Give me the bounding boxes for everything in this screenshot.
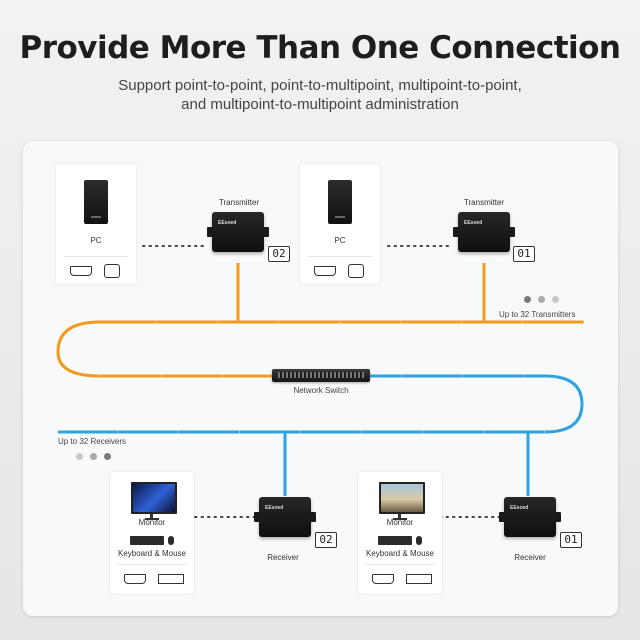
pc-card-1: PC: [56, 164, 136, 284]
transmitter-device: EEsoed: [207, 212, 269, 252]
device-ear: [254, 512, 260, 522]
monitor-stand: [150, 514, 153, 519]
subtitle-line-1: Support point-to-point, point-to-multipo…: [118, 77, 522, 94]
card-divider: [308, 256, 372, 257]
card-divider: [366, 564, 434, 565]
monitor-base: [145, 518, 159, 520]
device-brand: EEsoed: [218, 220, 237, 226]
more-dot: [524, 296, 531, 303]
monitor-card-1: Monitor Keyboard & Mouse: [110, 472, 194, 594]
keyboard-icon: [130, 536, 164, 545]
subtitle-line-2: and multipoint-to-multipoint administrat…: [181, 96, 459, 113]
receivers-note: Up to 32 Receivers: [58, 437, 127, 446]
receiver-device: EEsoed: [499, 497, 561, 537]
unit-number-badge: 01: [513, 246, 535, 262]
monitor-stand: [398, 514, 401, 519]
monitor-icon: [131, 482, 177, 514]
hdmi-port-icon: [314, 266, 336, 276]
hdmi-port-icon: [70, 266, 92, 276]
device-brand: EEsoed: [510, 505, 529, 511]
receiver-label: Receiver: [267, 553, 299, 562]
card-divider: [118, 564, 186, 565]
transmitter-label: Transmitter: [463, 198, 505, 207]
receiver-device: EEsoed: [254, 497, 316, 537]
device-ear: [499, 512, 505, 522]
hdmi-port-icon: [372, 574, 394, 584]
pc-label: PC: [334, 236, 346, 245]
pc-card-2: PC: [300, 164, 380, 284]
device-ear: [310, 512, 316, 522]
usb-a-port-icon: [158, 574, 184, 584]
unit-number-badge: 01: [560, 532, 582, 548]
page-title: Provide More Than One Connection: [19, 30, 621, 66]
keyboard-mouse-label: Keyboard & Mouse: [117, 549, 187, 558]
monitor-card-2: Monitor Keyboard & Mouse: [358, 472, 442, 594]
pc-tower-icon: [84, 180, 108, 224]
pc-label: PC: [90, 236, 102, 245]
transmitter-label: Transmitter: [218, 198, 260, 207]
keyboard-icon: [378, 536, 412, 545]
device-brand: EEsoed: [265, 505, 284, 511]
device-ear: [453, 227, 459, 237]
device-ear: [263, 227, 269, 237]
monitor-label: Monitor: [138, 518, 166, 527]
usb-a-port-icon: [406, 574, 432, 584]
receiver-label: Receiver: [514, 553, 546, 562]
device-ear: [555, 512, 561, 522]
card-divider: [64, 256, 128, 257]
more-dot: [538, 296, 545, 303]
usb-b-port-icon: [104, 264, 120, 278]
receive-line-top: [58, 374, 584, 434]
network-switch-icon: [272, 369, 370, 382]
monitor-label: Monitor: [386, 518, 414, 527]
more-dot: [90, 453, 97, 460]
unit-number-badge: 02: [315, 532, 337, 548]
hdmi-port-icon: [124, 574, 146, 584]
monitor-icon: [379, 482, 425, 514]
usb-b-port-icon: [348, 264, 364, 278]
page-subtitle: Support point-to-point, point-to-multipo…: [0, 76, 640, 114]
mouse-icon: [168, 536, 174, 545]
device-ear: [207, 227, 213, 237]
keyboard-mouse-label: Keyboard & Mouse: [365, 549, 435, 558]
device-ear: [509, 227, 515, 237]
transmitters-note: Up to 32 Transmitters: [499, 310, 576, 319]
monitor-base: [393, 518, 407, 520]
transmit-line-top: [56, 320, 584, 378]
more-dot: [104, 453, 111, 460]
more-dot: [76, 453, 83, 460]
device-brand: EEsoed: [464, 220, 483, 226]
more-dot: [552, 296, 559, 303]
network-switch-label: Network Switch: [293, 386, 349, 395]
transmitter-device: EEsoed: [453, 212, 515, 252]
unit-number-badge: 02: [268, 246, 290, 262]
pc-tower-icon: [328, 180, 352, 224]
mouse-icon: [416, 536, 422, 545]
